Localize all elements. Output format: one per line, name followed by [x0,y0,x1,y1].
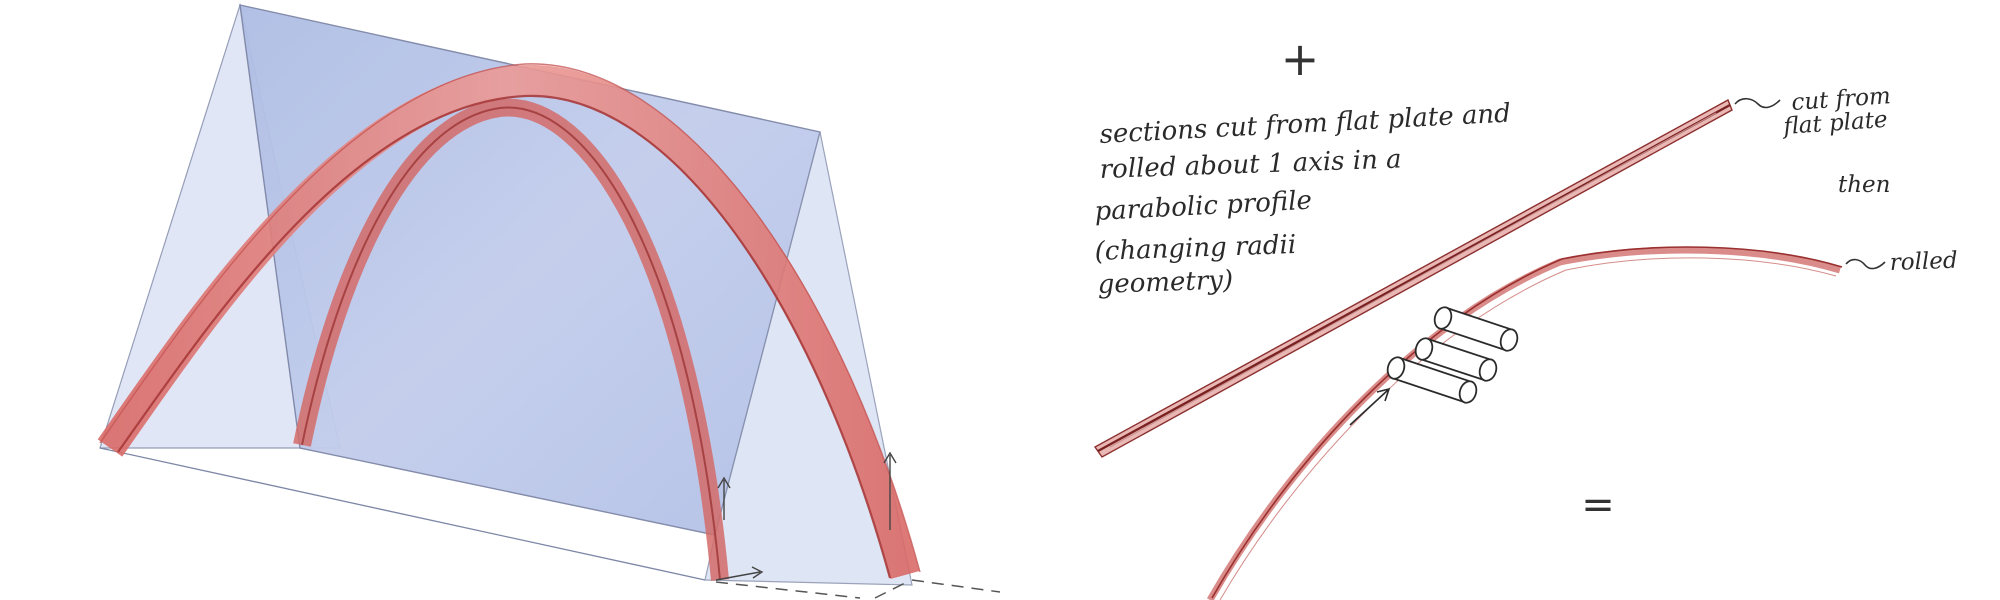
label-rolled: rolled [1889,248,1958,276]
description-line-4: (changing radii [1094,230,1296,267]
arch-3d-diagram [100,5,1000,598]
rolled-label-pointer [1846,260,1885,269]
equals-sign: = [1581,482,1615,528]
description-line-1: sections cut from flat plate and [1099,98,1512,150]
description-line-5: geometry) [1097,265,1233,300]
plus-sign: + [1281,32,1320,86]
label-then: then [1838,172,1890,198]
description-line-2: rolled about 1 axis in a [1099,144,1402,185]
roller-set [1385,305,1520,405]
description-line-3: parabolic profile [1094,186,1313,227]
cut-label-pointer [1735,99,1780,108]
rolled-strip [1210,250,1840,600]
rolled-strip-edge [1212,247,1842,598]
